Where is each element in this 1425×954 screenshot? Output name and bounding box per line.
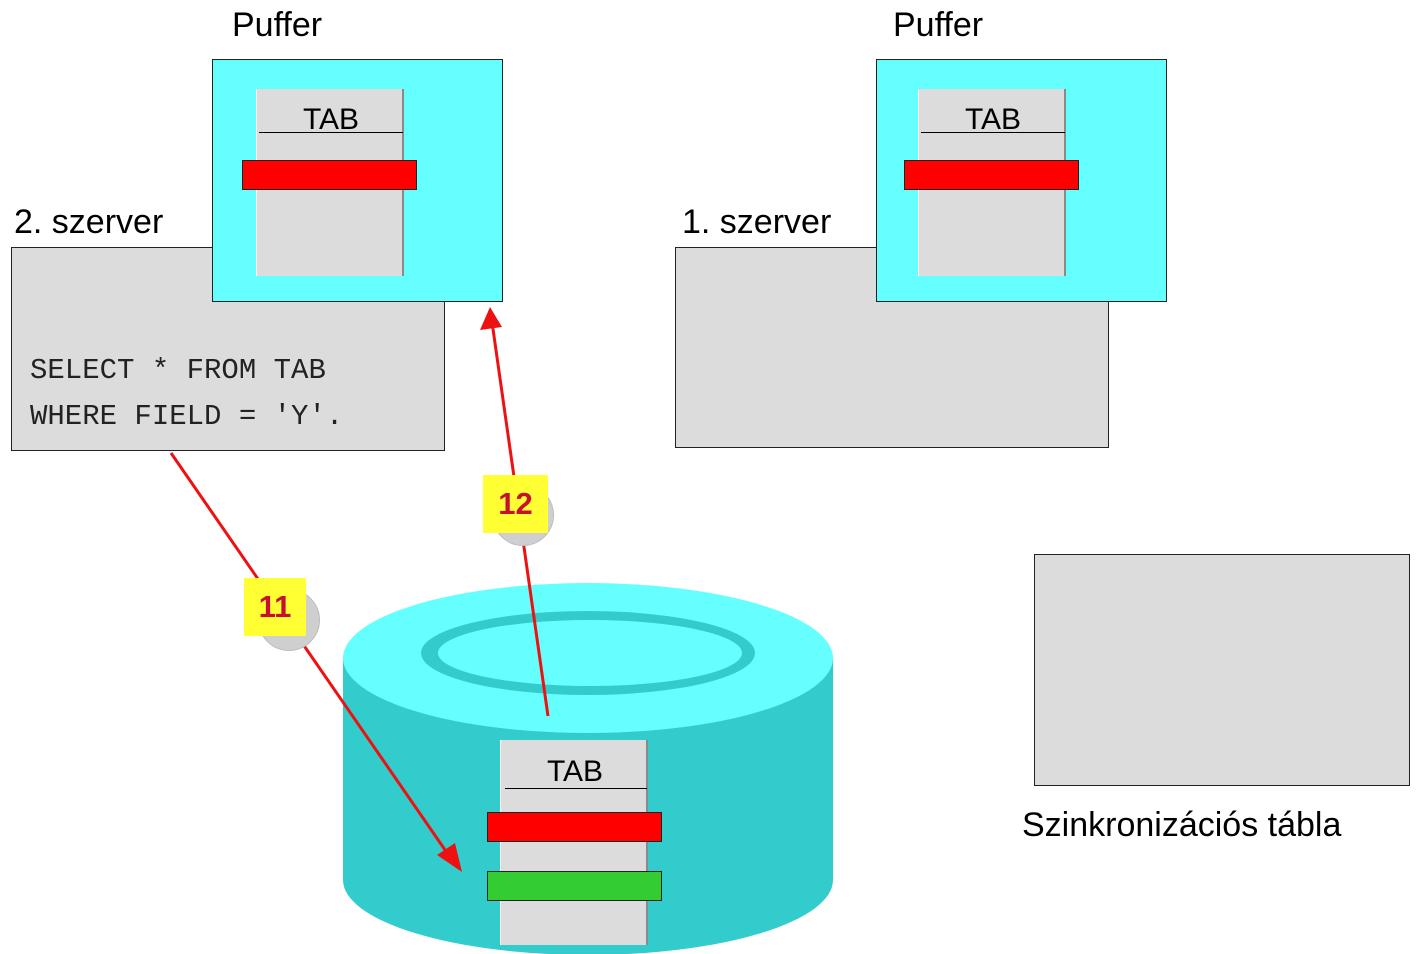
server1-tab-title: TAB [964, 103, 1022, 136]
server2-tab-underline [259, 132, 403, 133]
server1-red-row [904, 160, 1079, 190]
server2-code-line1: SELECT * FROM TAB [30, 354, 326, 387]
step-11-badge: 11 [244, 578, 306, 636]
server1-label: 1. szerver [682, 203, 832, 241]
database-green-row [487, 871, 662, 901]
server2-red-row [242, 160, 417, 190]
server2-label: 2. szerver [14, 203, 164, 241]
server2-code-line2: WHERE FIELD = 'Y'. [30, 400, 344, 433]
database-tab-title: TAB [546, 755, 604, 788]
database-tab-underline [505, 788, 647, 789]
server1-tab-underline [921, 132, 1065, 133]
server2-buffer-label: Puffer [232, 6, 323, 44]
server1-buffer-label: Puffer [893, 6, 984, 44]
sync-table-box [1034, 554, 1410, 786]
sync-table-label: Szinkronizációs tábla [1022, 806, 1342, 844]
database-tab-document: TAB [500, 740, 648, 945]
step-12-badge: 12 [483, 475, 548, 533]
server2-tab-title: TAB [302, 103, 360, 136]
database-red-row [487, 812, 662, 842]
database-top-ring-inner [438, 620, 742, 686]
